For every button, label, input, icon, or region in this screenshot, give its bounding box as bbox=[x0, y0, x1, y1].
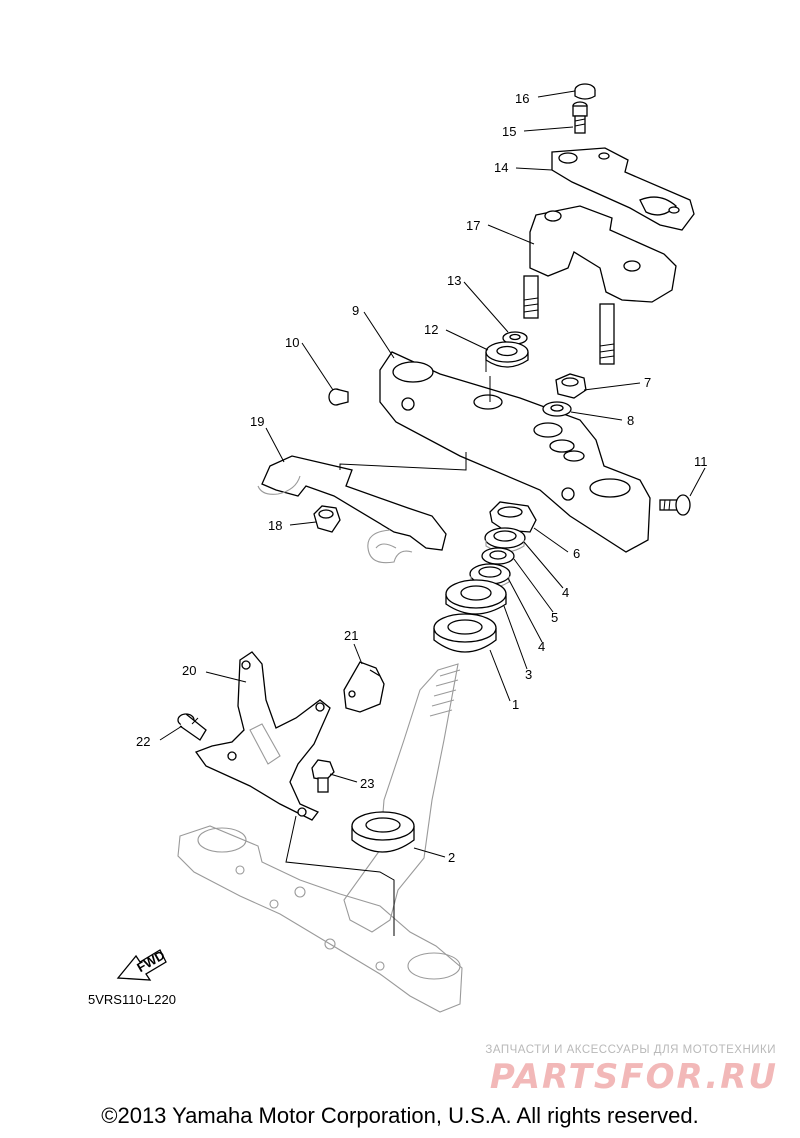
part-17-lower-holder[interactable] bbox=[523, 205, 677, 365]
part-22-bolt[interactable] bbox=[177, 713, 207, 741]
callout-2[interactable]: 2 bbox=[448, 850, 455, 865]
forward-direction-arrow: FWD bbox=[116, 947, 167, 981]
copyright-notice: ©2013 Yamaha Motor Corporation, U.S.A. A… bbox=[101, 1103, 699, 1128]
callout-18[interactable]: 18 bbox=[268, 518, 282, 533]
part-12-bushing[interactable] bbox=[485, 341, 529, 368]
part-6-lock-nut[interactable] bbox=[489, 501, 537, 533]
lower-bracket-steering-stem bbox=[177, 663, 463, 1013]
callout-8[interactable]: 8 bbox=[627, 413, 634, 428]
callout-19[interactable]: 19 bbox=[250, 414, 264, 429]
callout-11[interactable]: 11 bbox=[694, 454, 708, 469]
callout-13[interactable]: 13 bbox=[447, 273, 461, 288]
part-2-lower-bearing[interactable] bbox=[351, 811, 415, 853]
leader-lines bbox=[159, 90, 706, 858]
part-9-upper-bracket[interactable] bbox=[379, 351, 651, 553]
callout-23[interactable]: 23 bbox=[360, 776, 374, 791]
part-18-nut[interactable] bbox=[313, 505, 341, 533]
callout-7[interactable]: 7 bbox=[644, 375, 651, 390]
diagram-code: 5VRS110-L220 bbox=[88, 992, 176, 1007]
assembly-lines bbox=[285, 354, 487, 936]
part-21-clip[interactable] bbox=[343, 661, 385, 713]
part-5-washer[interactable] bbox=[481, 547, 515, 565]
callout-9[interactable]: 9 bbox=[352, 303, 359, 318]
part-14-upper-clamp[interactable] bbox=[551, 147, 695, 231]
part-16-cap[interactable] bbox=[574, 83, 596, 100]
part-15-bolt[interactable] bbox=[572, 101, 588, 134]
part-23-bolt[interactable] bbox=[311, 759, 335, 793]
callout-14[interactable]: 14 bbox=[494, 160, 508, 175]
callout-21[interactable]: 21 bbox=[344, 628, 358, 643]
part-13-washer[interactable] bbox=[502, 331, 528, 345]
callout-4a[interactable]: 4 bbox=[562, 585, 569, 600]
callout-5[interactable]: 5 bbox=[551, 610, 558, 625]
callout-6[interactable]: 6 bbox=[573, 546, 580, 561]
part-11-bolt[interactable] bbox=[659, 494, 691, 516]
part-4-ring-nut-upper[interactable] bbox=[484, 527, 526, 553]
part-4-ring-nut-lower[interactable] bbox=[469, 563, 511, 589]
part-19-cable-bracket[interactable] bbox=[257, 455, 447, 564]
callout-1[interactable]: 1 bbox=[512, 697, 519, 712]
watermark-logo: PARTSFOR.RU bbox=[489, 1057, 778, 1097]
callout-20[interactable]: 20 bbox=[182, 663, 196, 678]
callout-10[interactable]: 10 bbox=[285, 335, 299, 350]
part-7-nut[interactable] bbox=[555, 373, 587, 399]
callout-4b[interactable]: 4 bbox=[538, 639, 545, 654]
callout-22[interactable]: 22 bbox=[136, 734, 150, 749]
part-10-plug[interactable] bbox=[328, 388, 349, 406]
callout-16[interactable]: 16 bbox=[515, 91, 529, 106]
callout-3[interactable]: 3 bbox=[525, 667, 532, 682]
callout-15[interactable]: 15 bbox=[502, 124, 516, 139]
watermark-caption: ЗАПЧАСТИ И АКСЕССУАРЫ ДЛЯ МОТОТЕХНИКИ bbox=[485, 1044, 776, 1056]
callout-numbers: 16 15 14 17 13 12 9 10 7 8 11 19 18 6 4 … bbox=[136, 91, 708, 865]
part-3-dust-seal[interactable] bbox=[445, 579, 507, 615]
part-8-washer[interactable] bbox=[542, 401, 572, 417]
part-1-bearing[interactable] bbox=[433, 613, 497, 653]
callout-17[interactable]: 17 bbox=[466, 218, 480, 233]
callout-12[interactable]: 12 bbox=[424, 322, 438, 337]
part-20-bracket[interactable] bbox=[194, 651, 331, 821]
